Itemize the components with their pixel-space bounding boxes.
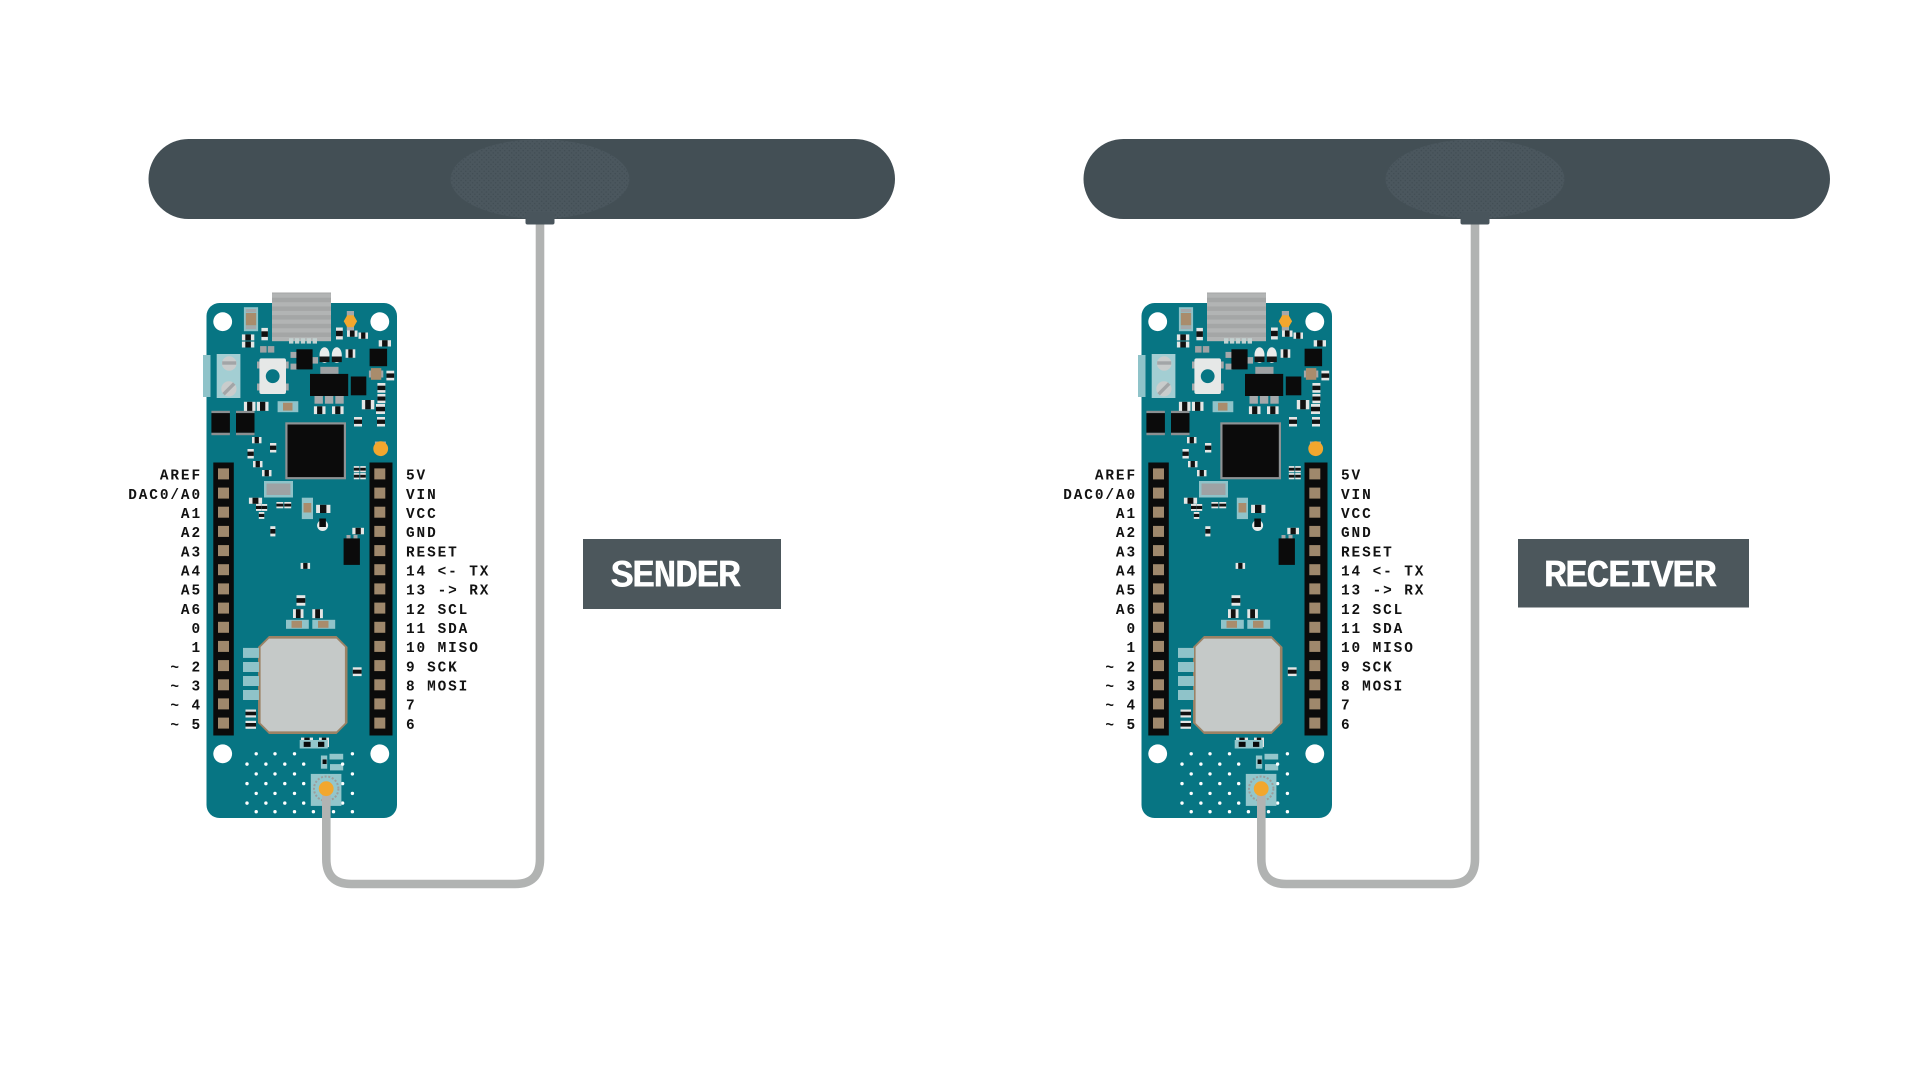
svg-text:RECEIVER: RECEIVER	[1544, 555, 1718, 599]
svg-text:SENDER: SENDER	[611, 555, 742, 599]
